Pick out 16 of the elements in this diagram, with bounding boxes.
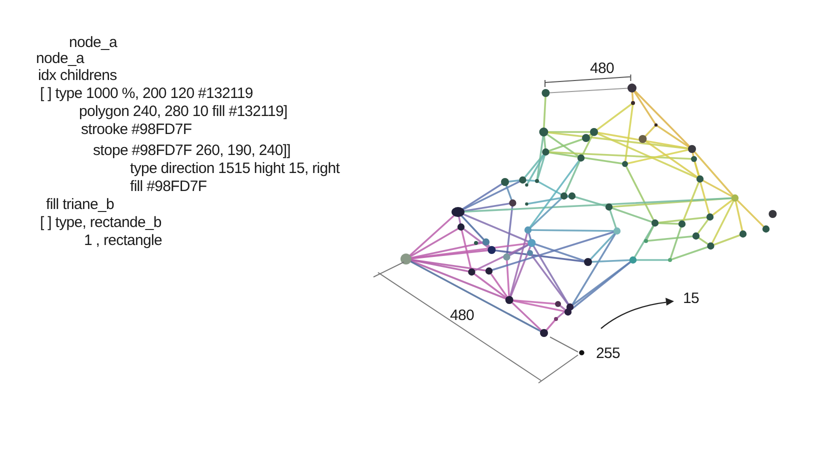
code-text: fill triane_b xyxy=(46,196,114,212)
code-text: [ ] type, rectande_b xyxy=(40,214,162,230)
code-text: strooke #98FD7F xyxy=(81,120,192,138)
value-label: 255 xyxy=(596,344,620,362)
dimension-label: 480 xyxy=(450,306,474,324)
code-text: 1 , rectangle xyxy=(84,232,162,248)
value-label: 15 xyxy=(683,290,699,306)
code-text: polygon 240, 280 10 fill #132119] xyxy=(79,102,288,120)
code-text: fill #98FD7F xyxy=(130,178,207,194)
dimension-label: 480 xyxy=(590,60,614,76)
code-text: node_a xyxy=(69,34,117,50)
code-text: [ ] type 1000 %, 200 120 #132119 xyxy=(40,84,253,102)
code-text: node_a xyxy=(36,50,84,66)
code-text: idx childrens xyxy=(38,66,117,84)
code-text: type direction 1515 hight 15, right xyxy=(130,160,340,176)
code-text: stope #98FD7F 260, 190, 240]] xyxy=(93,142,290,158)
